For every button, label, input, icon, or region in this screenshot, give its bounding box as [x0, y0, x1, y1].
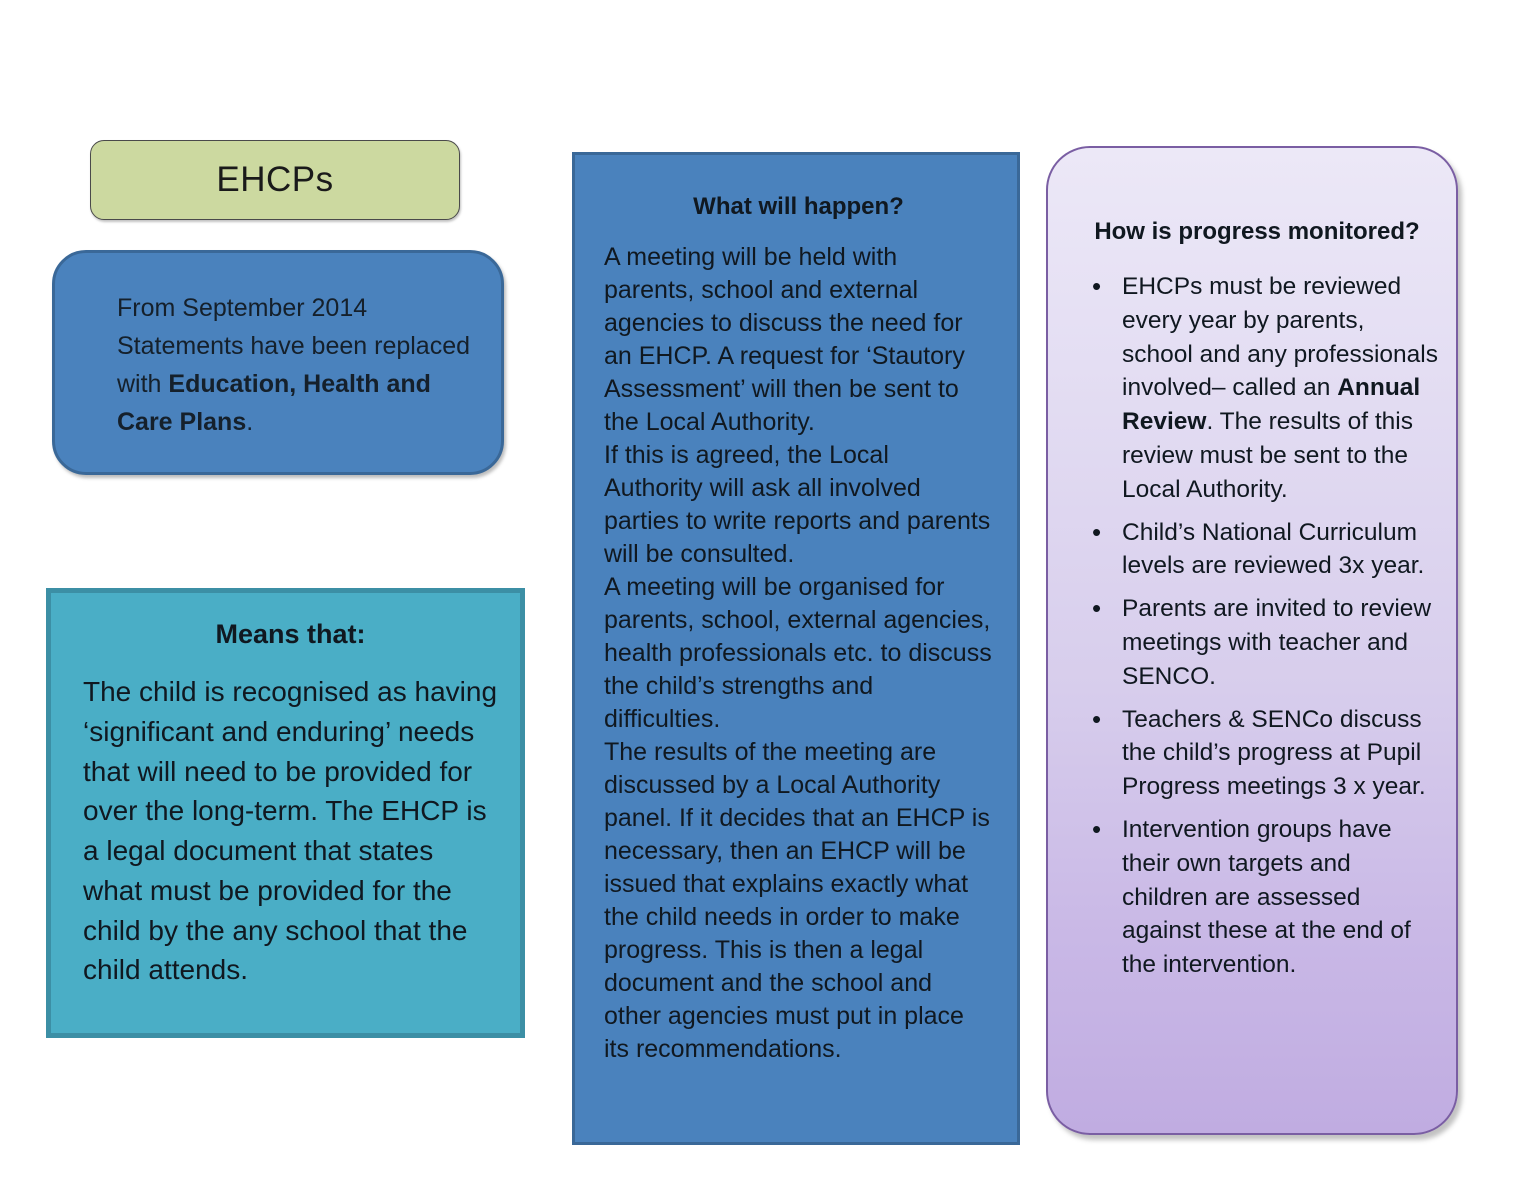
list-item: EHCPs must be reviewed every year by par… [1092, 269, 1438, 507]
progress-monitored-box: How is progress monitored? EHCPs must be… [1046, 146, 1458, 1135]
what-will-happen-box: What will happen? A meeting will be held… [572, 152, 1020, 1145]
means-that-body: The child is recognised as having ‘signi… [83, 676, 498, 986]
bullet-text-before: Child’s National Curriculum levels are r… [1122, 518, 1425, 580]
happen-paragraph: A meeting will be organised for parents,… [604, 573, 992, 733]
list-item: Intervention groups have their own targe… [1092, 812, 1438, 982]
bullet-text-after: . The results of this review must be sen… [1122, 408, 1413, 503]
list-item: Parents are invited to review meetings w… [1092, 591, 1438, 693]
intro-text-bold: Education, Health and Care Plans [117, 370, 431, 436]
happen-paragraph: The results of the meeting are discussed… [604, 738, 990, 1063]
bullet-text-bold: Annual Review [1122, 374, 1421, 436]
bullet-text-before: Teachers & SENCo discuss the child’s pro… [1122, 705, 1426, 801]
what-will-happen-body: A meeting will be held with parents, sch… [604, 241, 993, 1066]
bullet-text-before: EHCPs must be reviewed every year by par… [1122, 273, 1438, 402]
what-will-happen-heading: What will happen? [693, 193, 904, 220]
page-title: EHCPs [216, 160, 334, 199]
intro-text-before: From September 2014 Statements have been… [117, 294, 471, 398]
progress-monitored-list: EHCPs must be reviewed every year by par… [1076, 269, 1438, 982]
intro-text: From September 2014 Statements have been… [117, 289, 471, 441]
bullet-text-before: Intervention groups have their own targe… [1122, 815, 1411, 979]
intro-text-after: . [246, 408, 254, 436]
title-box: EHCPs [90, 140, 460, 220]
happen-paragraph: If this is agreed, the Local Authority w… [604, 441, 991, 568]
means-that-heading: Means that: [215, 619, 366, 649]
progress-monitored-heading: How is progress monitored? [1094, 218, 1420, 245]
happen-paragraph: A meeting will be held with parents, sch… [604, 243, 965, 436]
list-item: Teachers & SENCo discuss the child’s pro… [1092, 702, 1438, 804]
intro-box: From September 2014 Statements have been… [52, 250, 504, 475]
bullet-text-before: Parents are invited to review meetings w… [1122, 595, 1432, 690]
list-item: Child’s National Curriculum levels are r… [1092, 515, 1438, 584]
means-that-box: Means that: The child is recognised as h… [46, 588, 525, 1038]
